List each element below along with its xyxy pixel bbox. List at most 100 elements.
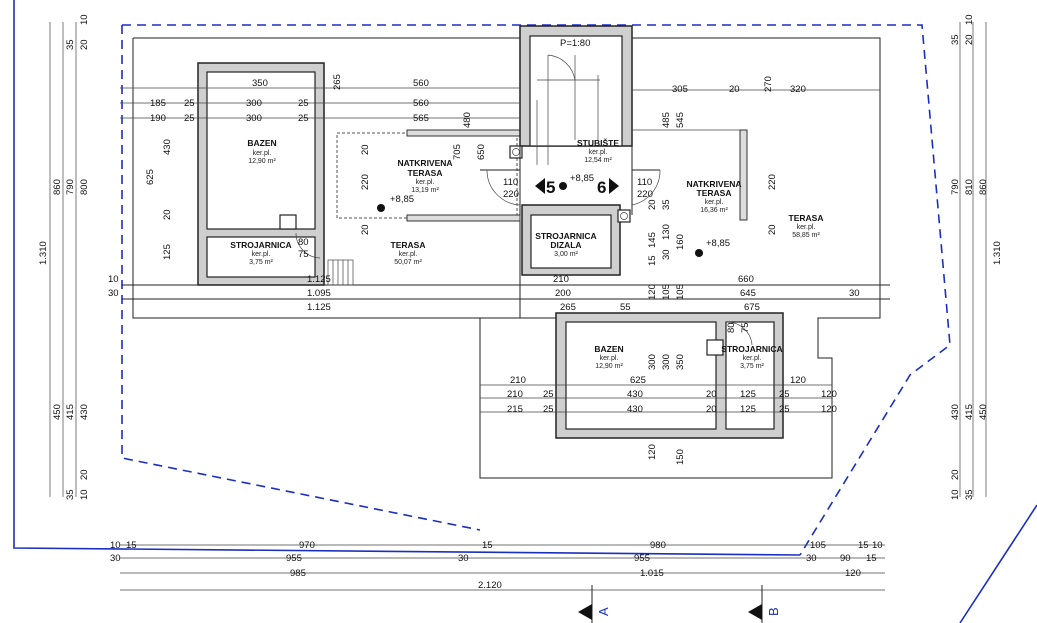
dim: 25 — [543, 389, 554, 400]
dim: 485 — [661, 112, 672, 128]
dim: 25 — [184, 98, 195, 109]
dim: 110 — [637, 177, 652, 188]
dim: 30 — [849, 288, 860, 299]
dim: 415 — [964, 404, 975, 420]
level-marker-icon — [695, 249, 703, 257]
dim: 35 — [65, 489, 76, 500]
dim: 125 — [162, 244, 173, 260]
dim: 20 — [767, 224, 778, 235]
dim: 15 — [126, 540, 137, 551]
dim: 185 — [150, 98, 166, 109]
dim: 625 — [145, 169, 156, 185]
dim: 480 — [462, 112, 473, 128]
right-pool-block — [555, 312, 784, 439]
dim: 20 — [706, 404, 717, 415]
dim: 210 — [507, 389, 523, 400]
dim: 15 — [858, 540, 869, 551]
dim: 265 — [560, 302, 576, 313]
dim: 160 — [675, 234, 686, 250]
level-label: +8,85 — [390, 194, 414, 205]
dim: 10 — [79, 489, 90, 500]
dim: 125 — [740, 389, 756, 400]
dim: 10 — [964, 14, 975, 25]
dim: 120 — [790, 375, 806, 386]
room-area: 16,36 m² — [700, 207, 728, 214]
dim: 1.095 — [307, 288, 331, 299]
room-area: 3,75 m² — [740, 363, 764, 370]
dim: 20 — [79, 469, 90, 480]
dim: 10 — [108, 274, 119, 285]
dim: 15 — [482, 540, 493, 551]
level-marks: +8,85 +8,85 +8,85 P=1:80 — [377, 38, 730, 257]
dim: 2.120 — [478, 580, 502, 591]
section-arrow-icon — [748, 604, 762, 620]
dim: 430 — [162, 139, 173, 155]
dim: 25 — [543, 404, 554, 415]
dim: 20 — [360, 224, 371, 235]
section-marker: B — [766, 607, 781, 616]
dim: 20 — [706, 389, 717, 400]
dim: 20 — [964, 34, 975, 45]
room-floor: ker.pl. — [253, 150, 272, 157]
dim: 120 — [647, 444, 658, 460]
dim: 110 — [503, 177, 518, 188]
dim: 790 — [950, 179, 961, 195]
covered-terrace-left — [336, 129, 521, 222]
dim: 220 — [360, 174, 371, 190]
dim: 145 — [647, 232, 658, 248]
room-name: STUBIŠTE — [577, 137, 619, 148]
dim: 30 — [806, 553, 817, 564]
dim: 545 — [675, 112, 686, 128]
dim: 860 — [978, 179, 989, 195]
dimension-texts: 350 560 185 25 300 25 560 190 25 300 25 … — [38, 14, 1003, 591]
level-label: +8,85 — [570, 173, 594, 184]
dim: 790 — [65, 179, 76, 195]
section-marker: A — [596, 607, 611, 616]
dim: 10 — [110, 540, 121, 551]
dim: 800 — [79, 179, 90, 195]
dim: 30 — [458, 553, 469, 564]
dim: 75 — [298, 249, 309, 260]
dim: 90 — [840, 553, 851, 564]
room-area: 13,19 m² — [411, 187, 439, 194]
dim: 560 — [413, 98, 429, 109]
dim: 300 — [246, 98, 262, 109]
dim: 35 — [950, 34, 961, 45]
level-marker-icon — [377, 204, 385, 212]
room-floor: ker.pl. — [589, 149, 608, 156]
dim: 980 — [650, 540, 666, 551]
dim: 105 — [810, 540, 826, 551]
dim: 200 — [555, 288, 571, 299]
level-marker-icon — [559, 182, 567, 190]
dim: 210 — [510, 375, 526, 386]
dim: 220 — [637, 189, 653, 200]
section-arrow-icon — [578, 604, 592, 620]
dim: 105 — [675, 284, 686, 300]
dim: 985 — [290, 568, 306, 579]
dim: 120 — [821, 389, 837, 400]
dim: 560 — [413, 78, 429, 89]
room-area: 3,75 m² — [249, 259, 273, 266]
dim: 55 — [620, 302, 631, 313]
dim: 660 — [738, 274, 754, 285]
dim: 320 — [790, 84, 806, 95]
dim: 20 — [729, 84, 740, 95]
dim: 25 — [184, 113, 195, 124]
dim: 1.125 — [307, 302, 331, 313]
dim: 10 — [79, 14, 90, 25]
dim: 125 — [740, 404, 756, 415]
dim: 955 — [634, 553, 650, 564]
dim: 80 — [726, 322, 737, 333]
room-name: TERASA — [789, 213, 824, 223]
room-area: 12,90 m² — [248, 158, 276, 165]
room-labels: BAZEN ker.pl. 12,90 m² STROJARNICA ker.p… — [230, 137, 823, 370]
room-floor: ker.pl. — [399, 251, 418, 258]
dim: 130 — [661, 224, 672, 240]
dim: 30 — [108, 288, 119, 299]
dim: 450 — [52, 404, 63, 420]
arrow-left-icon — [535, 178, 545, 194]
dim: 20 — [950, 469, 961, 480]
section-markers: A B — [578, 585, 781, 623]
dim: 220 — [767, 174, 778, 190]
